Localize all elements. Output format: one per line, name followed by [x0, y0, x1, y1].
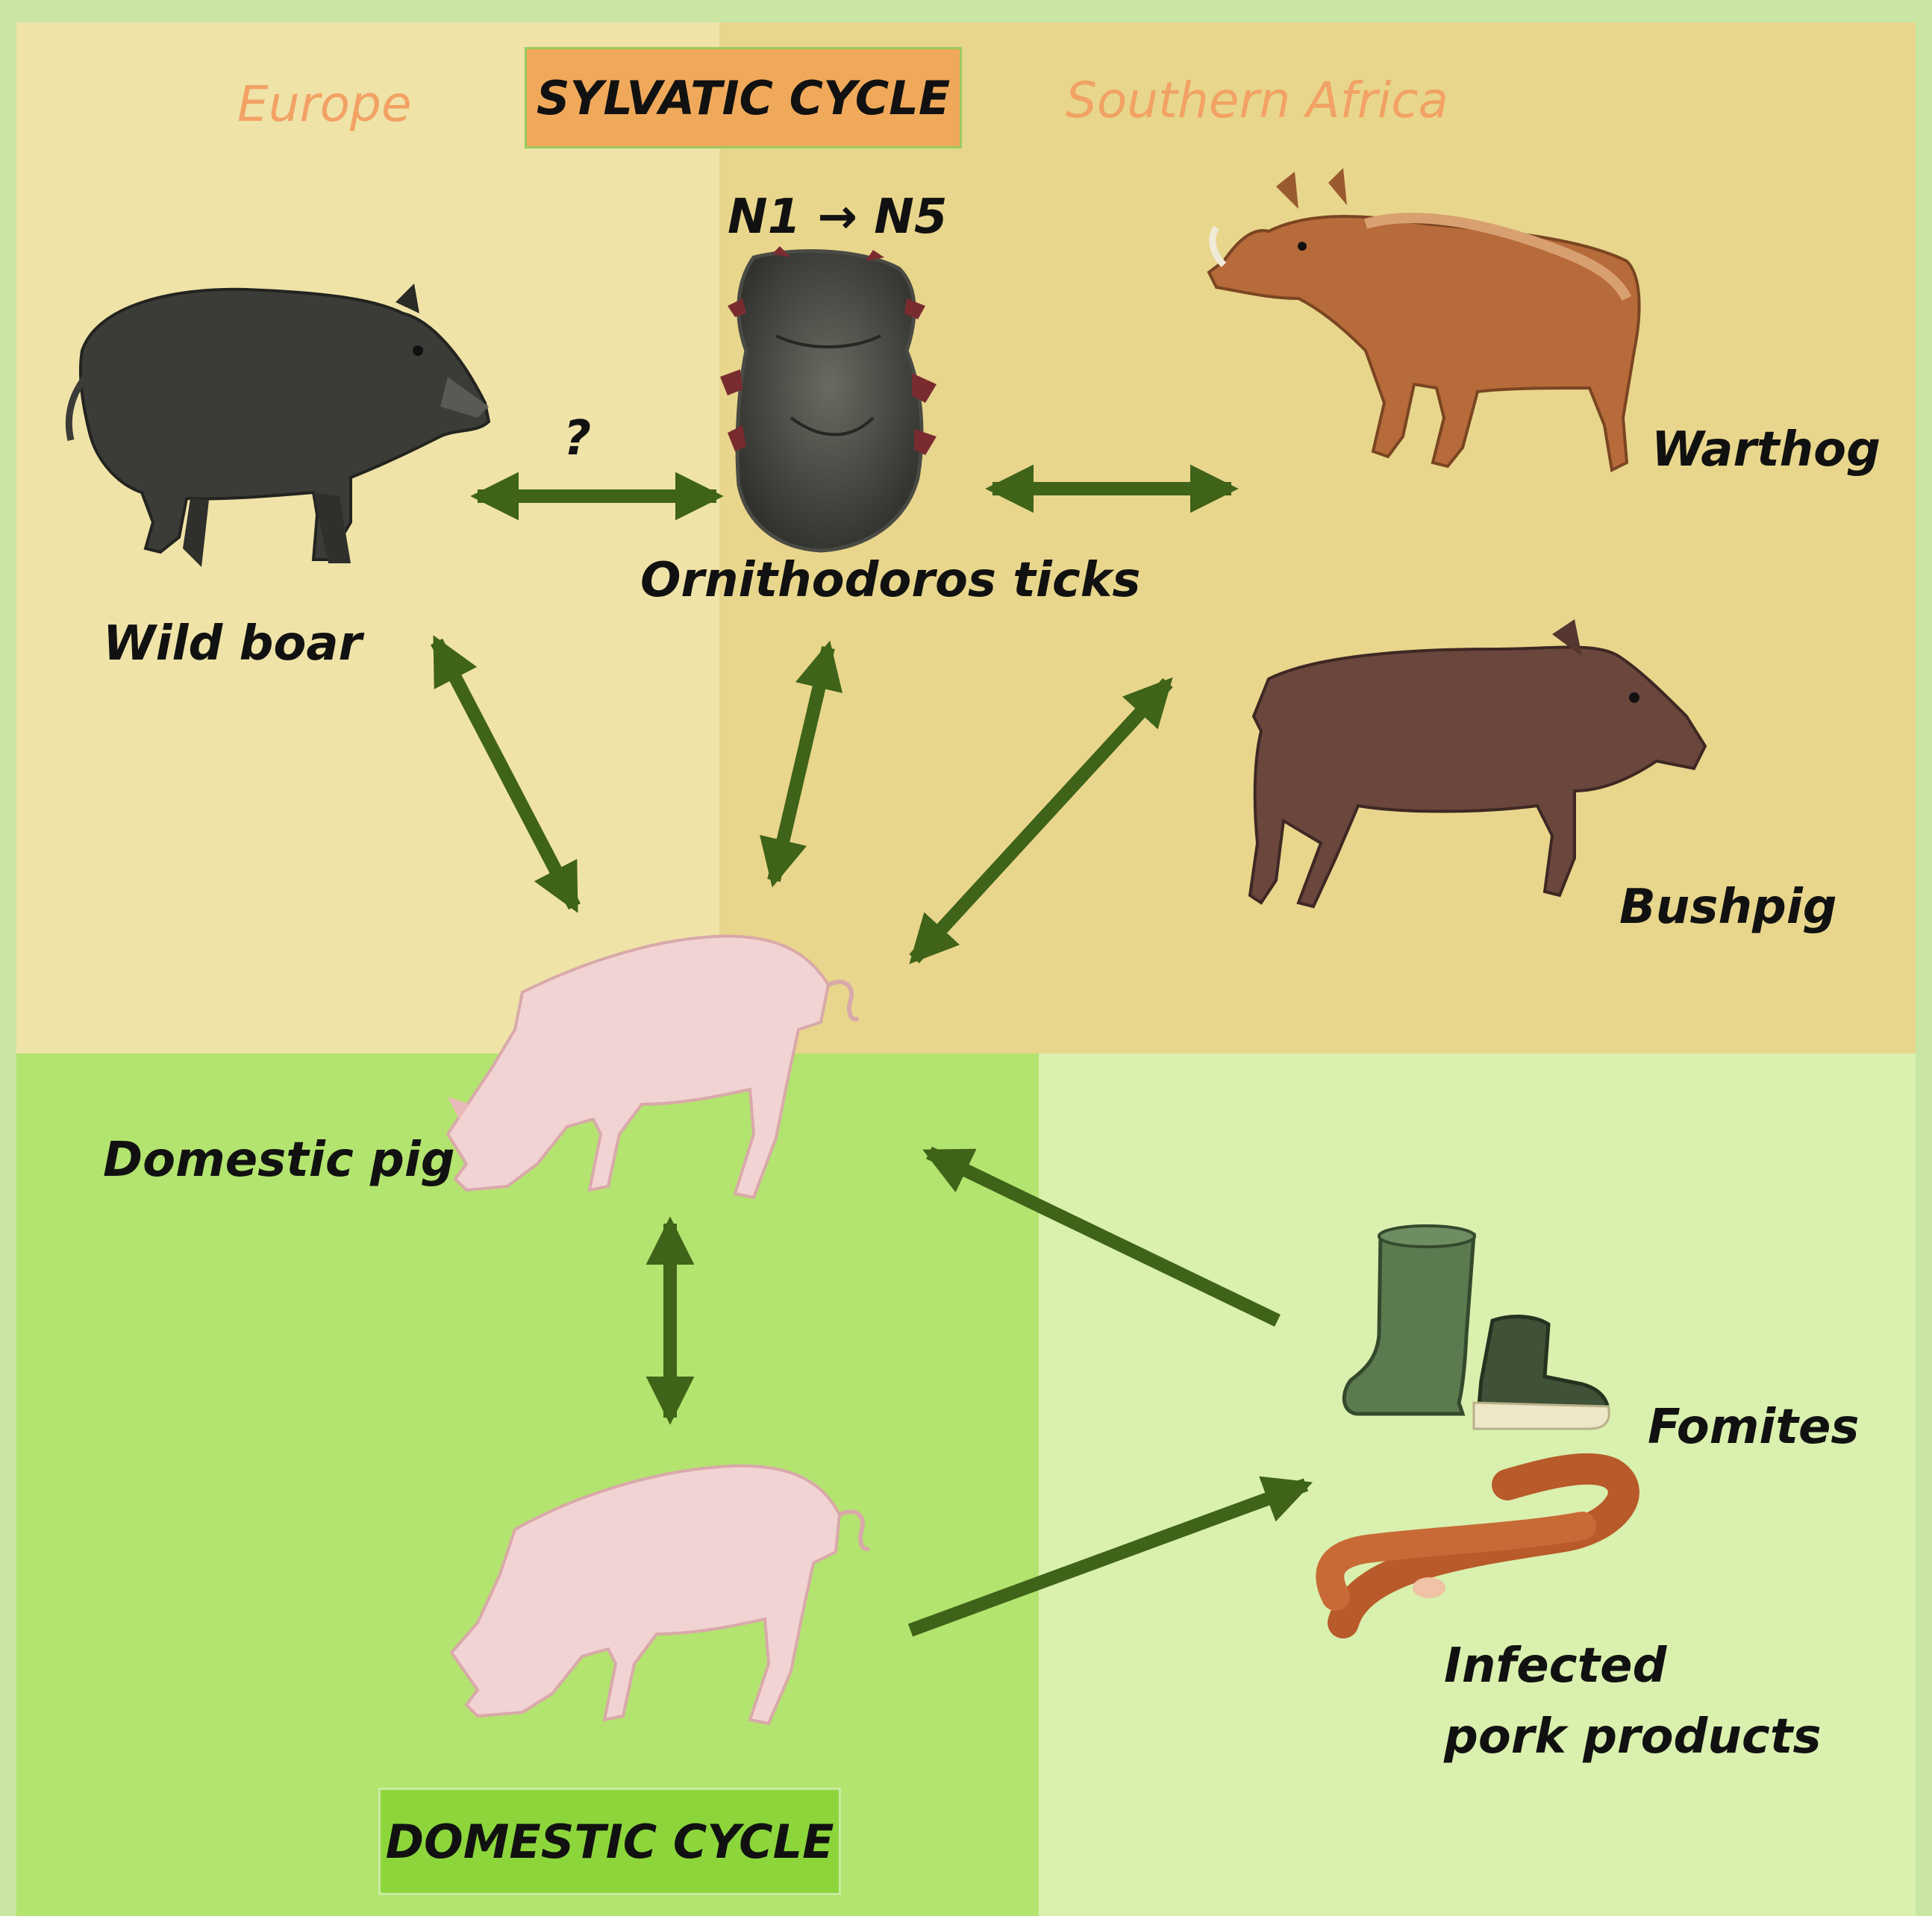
domestic-pig-label: Domestic pig — [103, 1136, 455, 1186]
pork-products-label-line2: pork products — [1444, 1712, 1822, 1762]
bushpig-label: Bushpig — [1619, 883, 1837, 933]
domestic-cycle-label: DOMESTIC CYCLE — [386, 1815, 834, 1869]
europe-panel — [16, 22, 719, 1054]
tick-stages-label: N1 → N5 — [728, 192, 947, 242]
fomites-label: Fomites — [1648, 1403, 1859, 1453]
sylvatic-cycle-box: SYLVATIC CYCLE — [525, 47, 962, 148]
domestic-cycle-box: DOMESTIC CYCLE — [378, 1788, 841, 1895]
warthog-label: Warthog — [1651, 425, 1881, 475]
question-mark-label: ? — [563, 414, 591, 464]
wild-boar-label: Wild boar — [103, 619, 362, 669]
sylvatic-cycle-label: SYLVATIC CYCLE — [537, 71, 950, 125]
southern-africa-label: Southern Africa — [1066, 75, 1448, 126]
europe-label: Europe — [237, 78, 412, 130]
fomites-panel — [1039, 1054, 1916, 1916]
tick-illustration — [720, 246, 937, 551]
pork-products-label-line1: Infected — [1444, 1641, 1666, 1691]
ticks-label: Ornithodoros ticks — [640, 556, 1140, 606]
